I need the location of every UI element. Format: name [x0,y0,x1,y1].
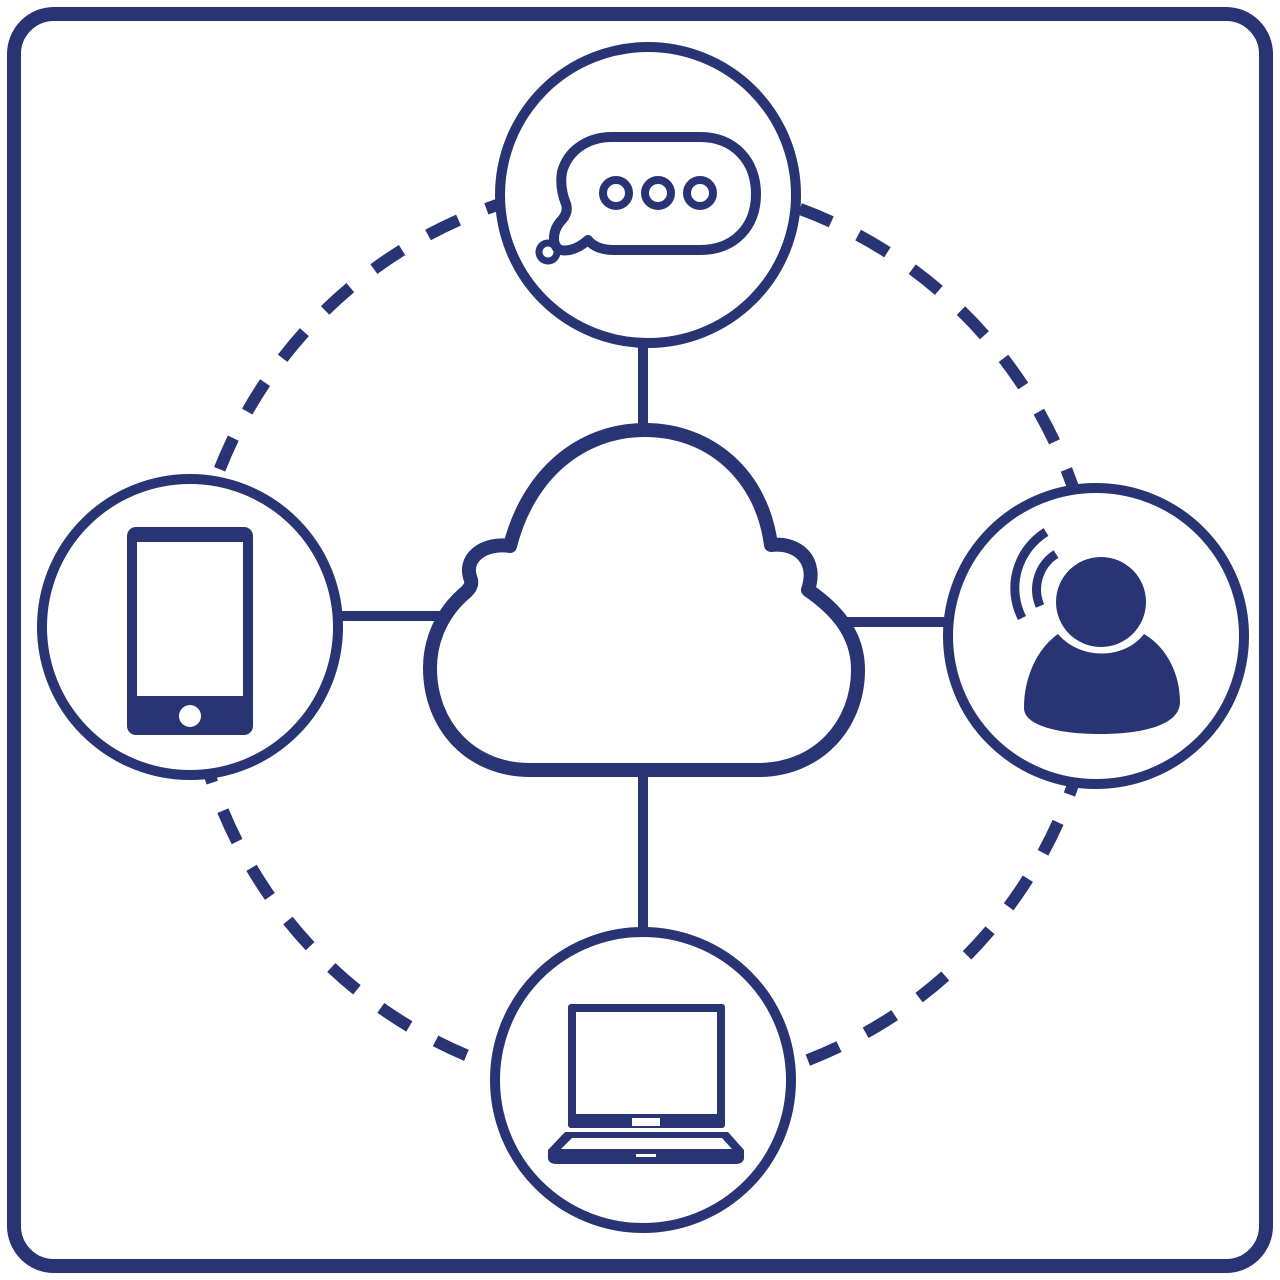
sound-wave-outer [1010,528,1049,621]
sound-wave-inner [1032,550,1059,608]
smartphone-screen [137,542,243,696]
user-calling-icon [1010,528,1180,734]
chat-dot-1 [599,176,633,210]
chat-dot-2 [641,176,675,210]
smartphone-icon [127,527,253,735]
cloud-icon [423,423,865,777]
laptop-hinge [632,1118,660,1126]
user-head [1056,557,1146,647]
smartphone-home-button [179,705,201,727]
laptop-icon [548,1004,744,1164]
laptop-screen [576,1012,717,1114]
outer-frame [7,7,1273,1273]
chat-dot-3 [683,176,717,210]
laptop-keyboard [561,1138,732,1149]
user-body [1024,634,1180,734]
chat-bubble-icon [535,132,761,265]
connector-lines [337,345,950,934]
laptop-trackpad [636,1154,656,1157]
